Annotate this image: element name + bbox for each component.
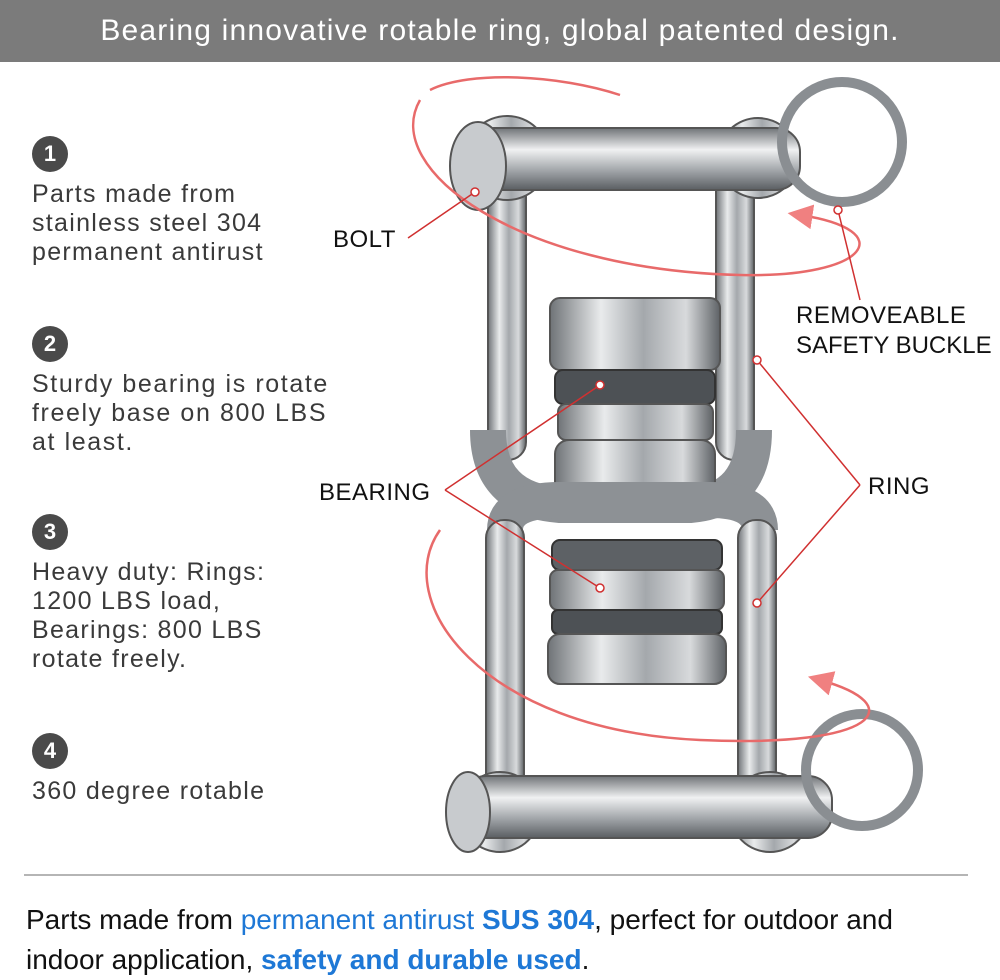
footer-highlight-sus304: SUS 304 (481, 904, 595, 935)
footer-highlight-antirust: permanent antirust (240, 904, 482, 935)
lower-safety-ring-icon (801, 709, 923, 831)
footer-part-4: , perfect for outdoor and indoor applica… (26, 904, 893, 975)
header-title: Bearing innovative rotable ring, global … (100, 14, 900, 47)
header-banner: Bearing innovative rotable ring, global … (0, 0, 1000, 62)
feature-number-badge: 2 (32, 326, 68, 362)
footer-highlight-safety: safety and durable used (261, 944, 582, 975)
feature-text: 360 degree rotable (32, 777, 266, 805)
footer-text: Parts made from permanent antirust SUS 3… (26, 900, 976, 980)
bearing-label: BEARING (319, 479, 431, 506)
buckle-label-line1: REMOVEABLE (796, 302, 967, 329)
bolt-label: BOLT (333, 226, 396, 253)
feature-1: 1 Parts made from stainless steel 304 pe… (32, 136, 332, 267)
label-leader-lines (407, 191, 861, 604)
swivel-shackle-illustration (407, 76, 923, 853)
feature-4: 4 360 degree rotable (32, 733, 332, 806)
feature-3: 3 Heavy duty: Rings: 1200 LBS load, Bear… (32, 514, 332, 674)
feature-text: Parts made from stainless steel 304 perm… (32, 180, 264, 266)
feature-number-badge: 3 (32, 514, 68, 550)
footer-part-1: Parts made from (26, 904, 241, 935)
feature-number-badge: 1 (32, 136, 68, 172)
leader-dots (470, 187, 843, 608)
footer-part-6: . (581, 944, 590, 975)
footer-divider (24, 874, 968, 876)
rotation-arrow-upper-icon (412, 76, 861, 277)
buckle-label-line2: SAFETY BUCKLE (796, 332, 992, 359)
rotation-arrow-lower-icon (425, 529, 871, 743)
safety-ring-icon (777, 77, 907, 207)
ring-label: RING (868, 473, 930, 500)
feature-2: 2 Sturdy bearing is rotate freely base o… (32, 326, 332, 457)
lower-bearing (547, 539, 727, 685)
upper-bearing (549, 297, 721, 511)
feature-text: Sturdy bearing is rotate freely base on … (32, 370, 329, 456)
feature-text: Heavy duty: Rings: 1200 LBS load, Bearin… (32, 558, 266, 673)
feature-number-badge: 4 (32, 733, 68, 769)
bolt-icon (449, 121, 801, 211)
lower-shackle (445, 482, 833, 853)
